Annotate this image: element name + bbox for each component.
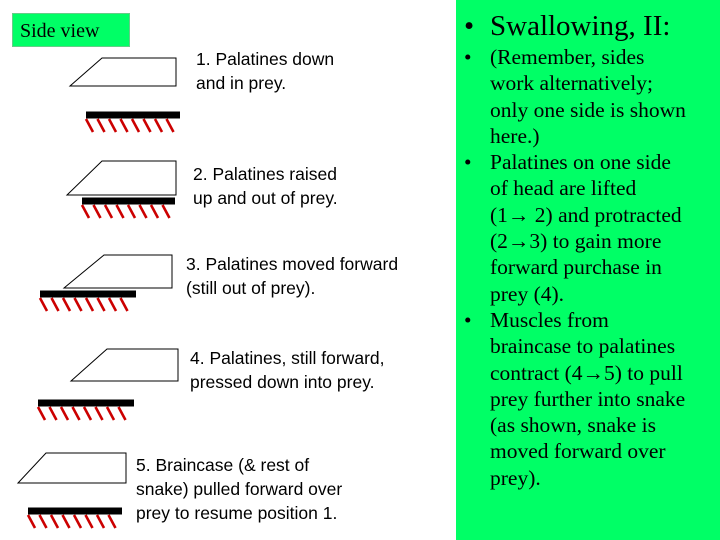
step-4-line-1: 4. Palatines, still forward, <box>190 348 385 368</box>
step-1-line-1: 1. Palatines down <box>196 49 335 69</box>
step-1-line-2: and in prey. <box>196 73 287 93</box>
step-3-prey-hatch <box>119 297 129 312</box>
step-1-prey-hatch <box>84 118 95 133</box>
step-5-prey-hatch <box>38 514 48 529</box>
bullet-icon: • <box>464 307 472 332</box>
step-1-prey-hatch <box>165 118 175 133</box>
step-2-prey-hatch <box>92 204 102 219</box>
step-3-prey-hatch <box>96 297 106 312</box>
step-5-prey-hatch <box>26 514 37 529</box>
bullet-text: Muscles from braincase to palatines cont… <box>490 307 686 490</box>
step-2-line-1: 2. Palatines raised <box>193 164 337 184</box>
step-5-palatine-bar <box>28 507 122 515</box>
bullet-icon: • <box>464 150 472 175</box>
step-5-line-1: 5. Braincase (& rest of <box>136 455 310 475</box>
step-3-prey-hatch <box>61 297 72 312</box>
bullet-icon: • <box>464 10 475 42</box>
step-2-prey-hatch <box>161 204 171 219</box>
step-2-label: 2. Palatines raised up and out of prey. <box>193 162 338 210</box>
step-5-prey-hatch <box>49 514 60 529</box>
panel-title-text: Swallowing, II: <box>490 10 671 42</box>
step-1-label: 1. Palatines down and in prey. <box>196 47 334 95</box>
bullet-item: • Palatines on one side of head are lift… <box>464 149 718 307</box>
step-4-line-2: pressed down into prey. <box>190 372 375 392</box>
step-1-prey-hatch <box>96 118 106 133</box>
step-4-prey-hatch <box>94 406 104 421</box>
panel-title: • Swallowing, II: <box>464 8 670 44</box>
step-3-prey-hatch <box>38 297 49 312</box>
step-3-head-outline <box>62 254 173 289</box>
step-1-head-outline <box>68 57 177 87</box>
step-3-prey-hatch <box>73 297 83 312</box>
step-4-prey-hatch <box>36 406 47 421</box>
step-4-prey-hatch <box>59 406 70 421</box>
step-2-prey-hatch <box>138 204 148 219</box>
step-5-line-3: prey to resume position 1. <box>136 503 338 523</box>
step-1-prey-hatch <box>107 118 118 133</box>
step-4-label: 4. Palatines, still forward, pressed dow… <box>190 346 385 394</box>
step-5-label: 5. Braincase (& rest of snake) pulled fo… <box>136 453 342 525</box>
step-2-palatine-bar <box>82 197 175 205</box>
step-1-palatine-bar <box>86 111 180 119</box>
step-2-prey-hatch <box>80 204 91 219</box>
step-3-line-1: 3. Palatines moved forward <box>186 254 399 274</box>
step-5-line-2: snake) pulled forward over <box>136 479 343 499</box>
step-3-label: 3. Palatines moved forward (still out of… <box>186 252 398 300</box>
bullet-list: • (Remember, sides work alternatively; o… <box>464 44 718 491</box>
bullet-icon: • <box>464 45 472 69</box>
step-4-prey-hatch <box>105 406 116 421</box>
side-view-label: Side view <box>12 13 130 47</box>
step-3-palatine-bar <box>40 290 136 298</box>
step-4-prey-hatch <box>71 406 81 421</box>
step-2-prey-hatch <box>115 204 125 219</box>
step-5-head-outline <box>16 452 127 484</box>
step-5-prey-hatch <box>107 514 117 529</box>
step-4-head-outline <box>69 348 179 382</box>
step-4-prey-hatch <box>117 406 127 421</box>
step-2-head-outline <box>65 160 177 196</box>
bullet-item: • Muscles from braincase to palatines co… <box>464 307 718 491</box>
step-4-prey-hatch <box>82 406 93 421</box>
step-2-prey-hatch <box>103 204 114 219</box>
step-1-prey-hatch <box>142 118 152 133</box>
step-5-prey-hatch <box>72 514 83 529</box>
explanation-panel: • Swallowing, II: • (Remember, sides work… <box>456 0 720 540</box>
step-3-line-2: (still out of prey). <box>186 278 316 298</box>
step-1-prey-hatch <box>119 118 129 133</box>
step-3-prey-hatch <box>107 297 118 312</box>
step-3-prey-hatch <box>84 297 95 312</box>
step-5-prey-hatch <box>61 514 71 529</box>
bullet-text: (Remember, sides work alternatively; onl… <box>490 45 686 148</box>
bullet-text: Palatines on one side of head are lifted… <box>490 150 682 306</box>
step-4-prey-hatch <box>48 406 58 421</box>
bullet-item: • (Remember, sides work alternatively; o… <box>464 44 718 149</box>
palatine-sequence-diagram <box>16 57 180 529</box>
step-4-palatine-bar <box>38 399 134 407</box>
step-1-prey-hatch <box>130 118 141 133</box>
step-5-prey-hatch <box>84 514 94 529</box>
step-3-prey-hatch <box>50 297 60 312</box>
step-1-prey-hatch <box>153 118 164 133</box>
step-2-prey-hatch <box>126 204 137 219</box>
step-2-line-2: up and out of prey. <box>193 188 338 208</box>
step-5-prey-hatch <box>95 514 106 529</box>
step-2-prey-hatch <box>149 204 160 219</box>
